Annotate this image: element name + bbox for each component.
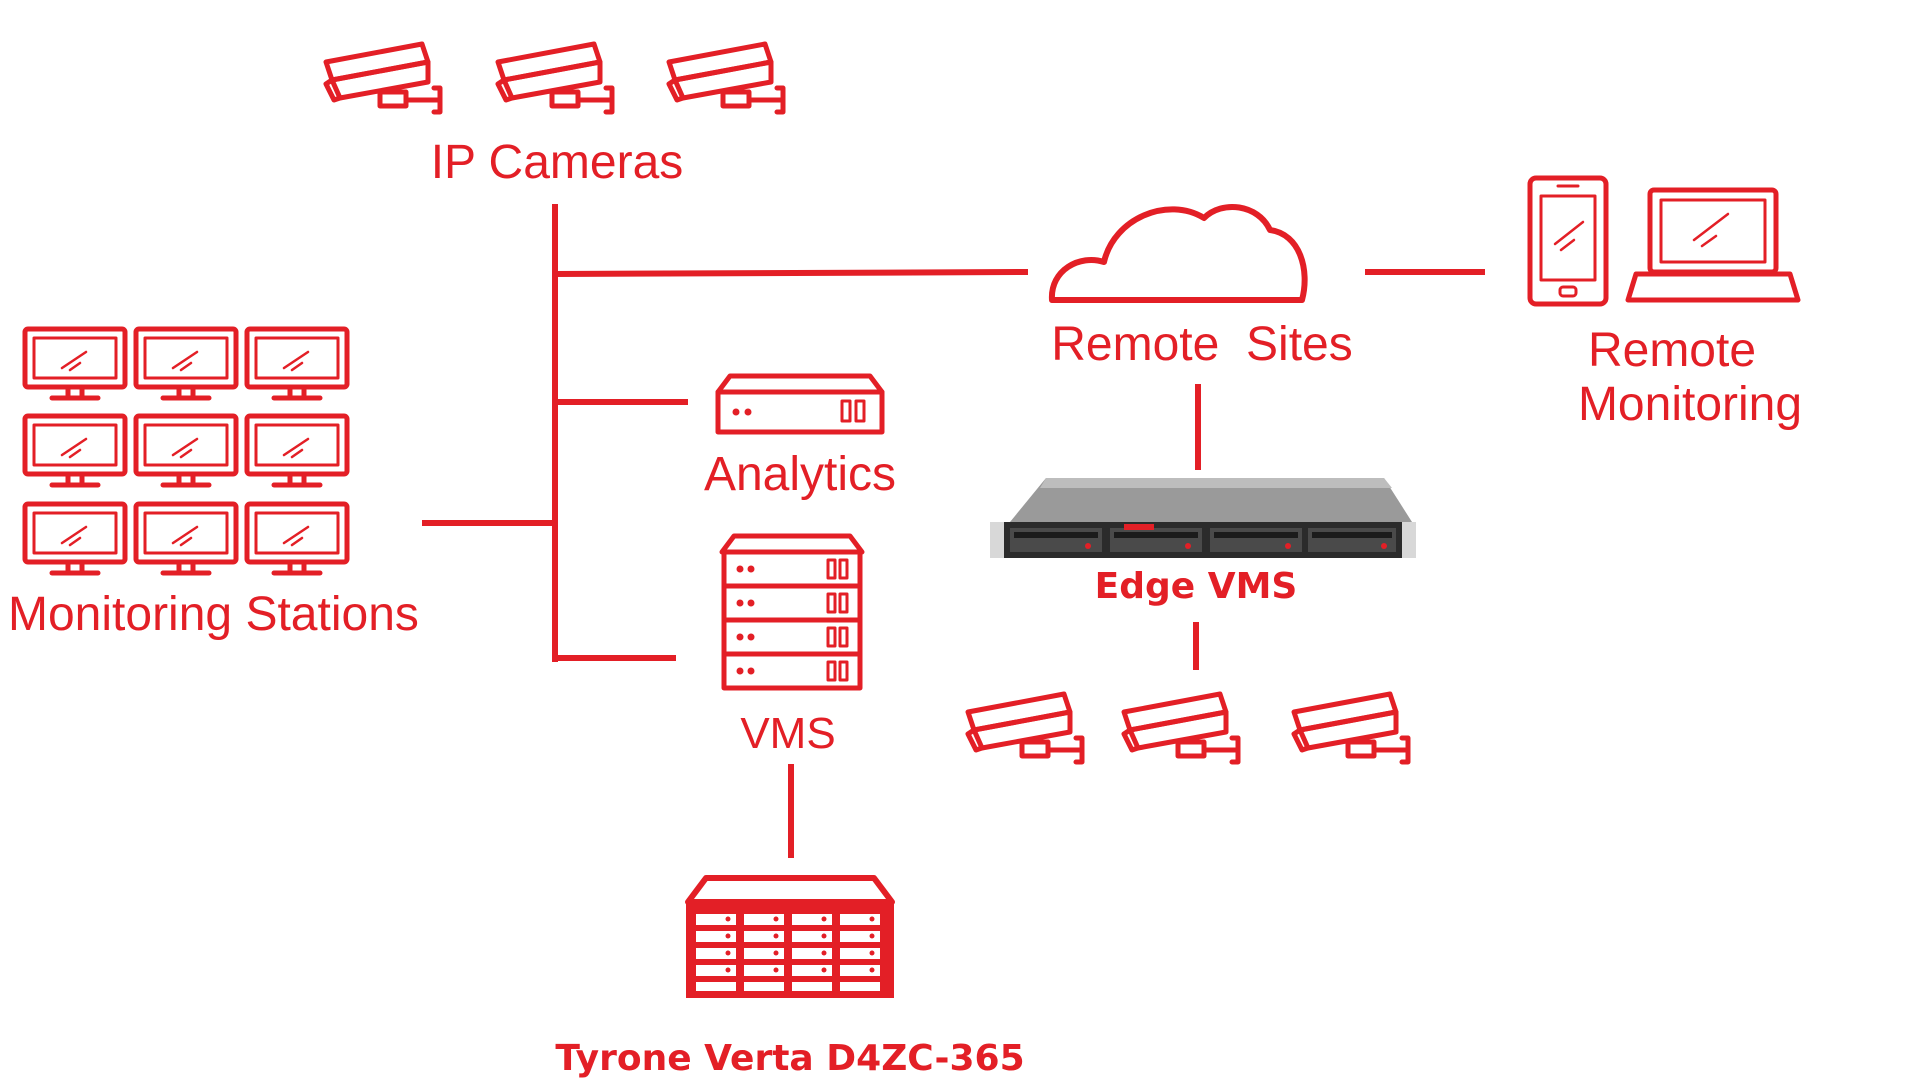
link-remote-sites <box>554 269 1029 277</box>
camera-icon <box>968 694 1082 762</box>
monitor-icon <box>25 329 125 398</box>
monitoring-stations-label: Monitoring Stations <box>8 588 419 641</box>
storage-array-icon <box>685 875 895 998</box>
camera-icon <box>498 44 612 112</box>
edge-cameras-group <box>968 694 1408 762</box>
ip-cameras-label: IP Cameras <box>431 136 684 189</box>
remote-monitoring-label-line2: Monitoring <box>1578 378 1802 431</box>
monitoring-stations-group <box>25 329 347 573</box>
camera-icon <box>326 44 440 112</box>
remote-monitoring-label-line1: Remote <box>1588 324 1756 377</box>
monitor-icon <box>136 504 236 573</box>
connection-lines <box>422 204 1485 858</box>
monitor-icon <box>247 416 347 485</box>
monitor-icon <box>136 416 236 485</box>
vms-label: VMS <box>740 709 835 758</box>
monitor-icon <box>25 504 125 573</box>
laptop-icon <box>1625 187 1801 303</box>
smartphone-icon <box>1527 175 1609 307</box>
camera-icon <box>1294 694 1408 762</box>
storage-label: Tyrone Verta D4ZC-365 <box>555 1038 1024 1079</box>
analytics-icon <box>715 373 885 435</box>
camera-icon <box>1124 694 1238 762</box>
vms-server-icon <box>719 533 865 688</box>
analytics-label: Analytics <box>704 448 896 501</box>
remote-sites-label: Remote Sites <box>1051 318 1352 371</box>
monitor-icon <box>247 504 347 573</box>
cloud-icon <box>1048 203 1308 303</box>
edge-vms-server-image <box>990 478 1416 558</box>
ip-cameras-group <box>326 44 783 112</box>
edge-vms-label: Edge VMS <box>1095 566 1298 607</box>
camera-icon <box>669 44 783 112</box>
monitor-icon <box>247 329 347 398</box>
monitor-icon <box>136 329 236 398</box>
monitor-icon <box>25 416 125 485</box>
